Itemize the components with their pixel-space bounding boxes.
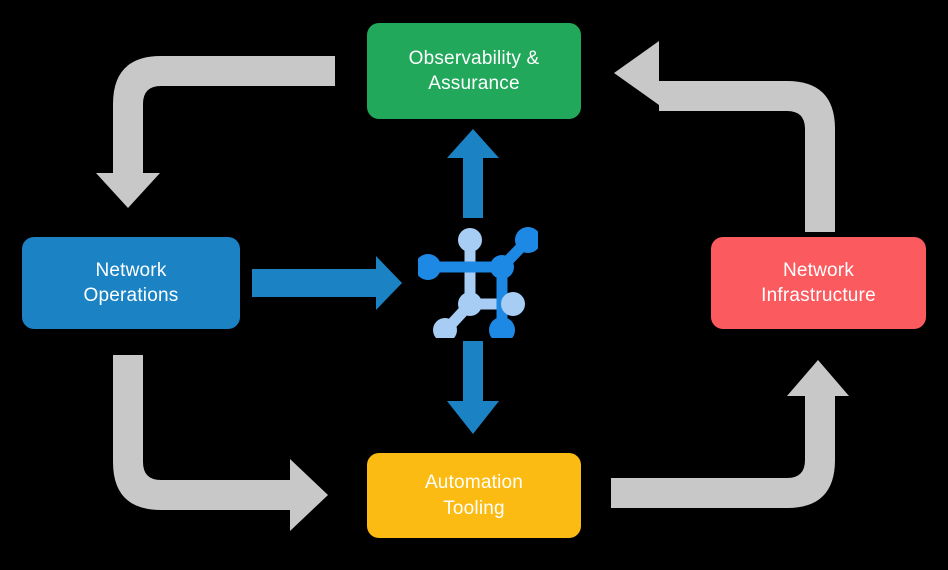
node-box-network-infrastructure[interactable]: Network Infrastructure (711, 237, 926, 329)
node-label-network-infrastructure: Network Infrastructure (761, 259, 876, 306)
gray-arrow-automation-to-infrastructure (611, 360, 849, 508)
node-label-network-operations: Network Operations (83, 259, 179, 306)
blue-arrow-center-to-automation (447, 341, 499, 434)
node-label-observability: Observability & Assurance (408, 47, 540, 94)
network-topology-icon (418, 227, 538, 338)
node-box-observability[interactable]: Observability & Assurance (367, 23, 581, 119)
blue-arrow-center-to-observability (447, 129, 499, 218)
node-box-network-operations[interactable]: Network Operations (22, 237, 240, 329)
gray-arrow-infrastructure-to-observability (614, 41, 835, 232)
gray-arrow-operations-to-automation (113, 355, 328, 531)
node-box-automation-tooling[interactable]: Automation Tooling (367, 453, 581, 538)
node-label-automation-tooling: Automation Tooling (424, 472, 524, 519)
gray-arrow-observability-to-operations (96, 56, 335, 208)
blue-arrow-operations-to-center (252, 256, 402, 310)
